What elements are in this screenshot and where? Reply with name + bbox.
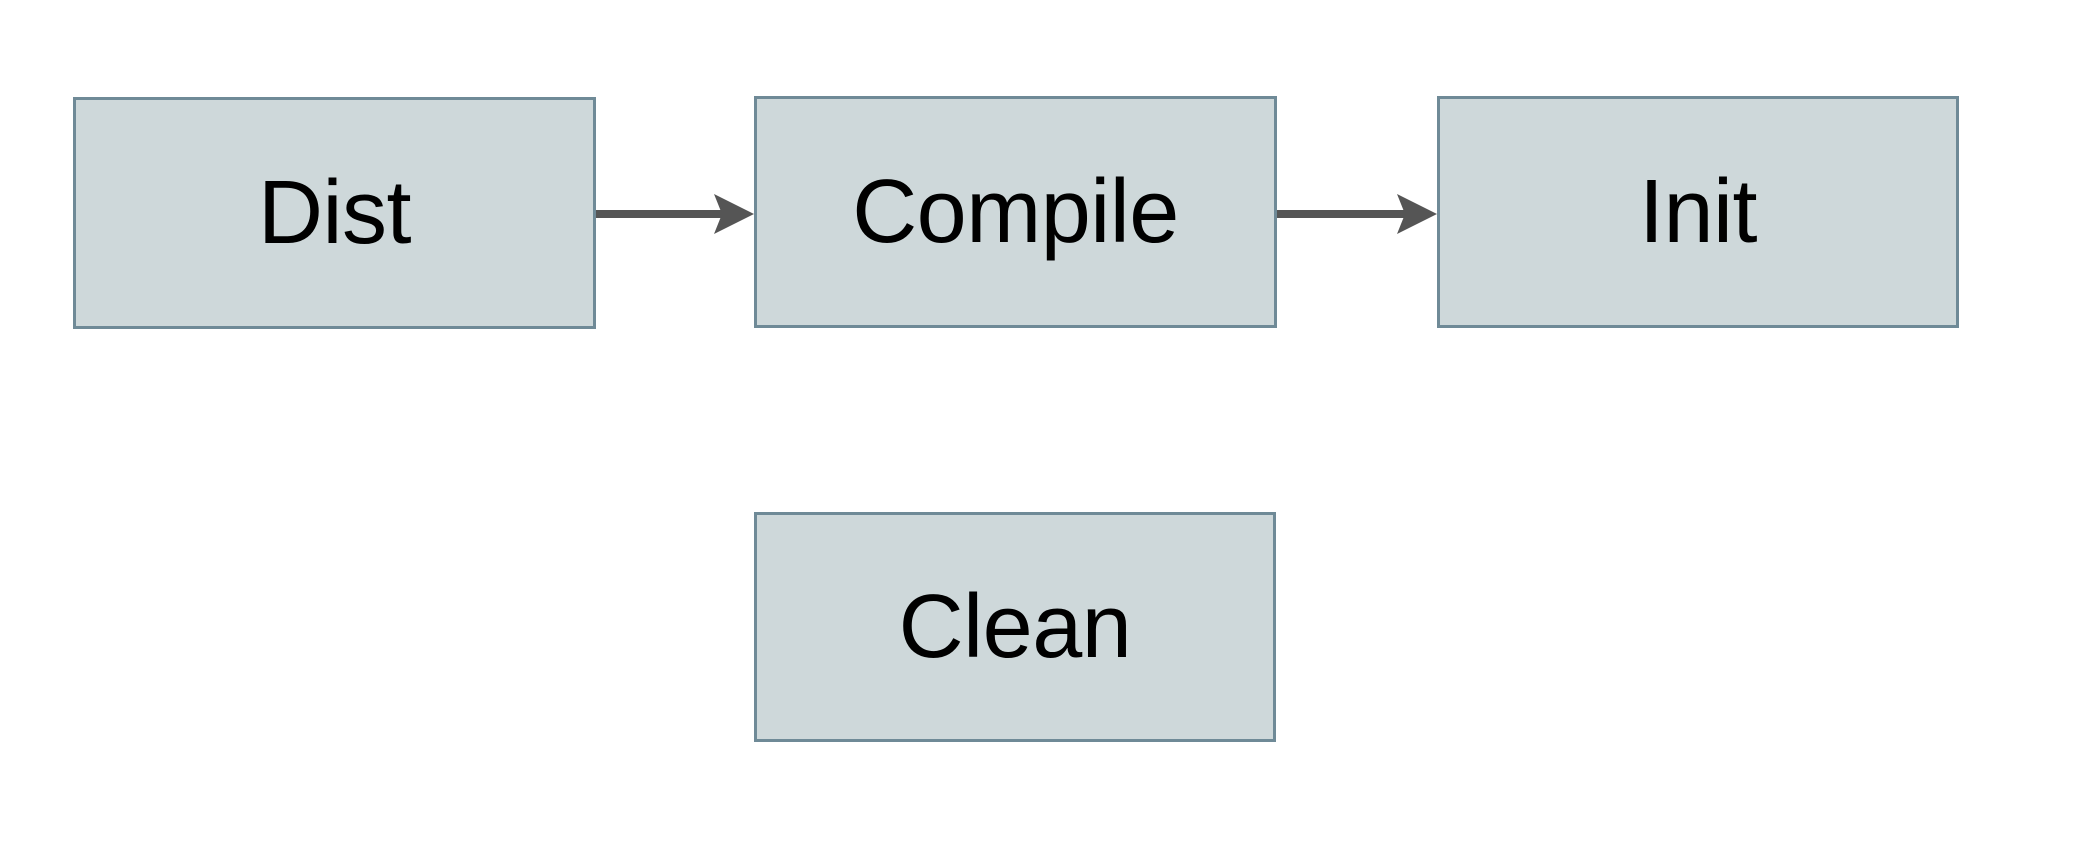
node-dist-label: Dist bbox=[258, 163, 412, 263]
node-compile-label: Compile bbox=[852, 162, 1179, 262]
node-dist[interactable]: Dist bbox=[73, 97, 596, 329]
edge-compile-to-init[interactable] bbox=[1277, 194, 1437, 234]
edge-dist-to-compile[interactable] bbox=[596, 194, 754, 234]
node-init-label: Init bbox=[1638, 162, 1758, 262]
node-clean[interactable]: Clean bbox=[754, 512, 1276, 742]
node-clean-label: Clean bbox=[898, 577, 1132, 677]
node-init[interactable]: Init bbox=[1437, 96, 1959, 328]
node-compile[interactable]: Compile bbox=[754, 96, 1277, 328]
